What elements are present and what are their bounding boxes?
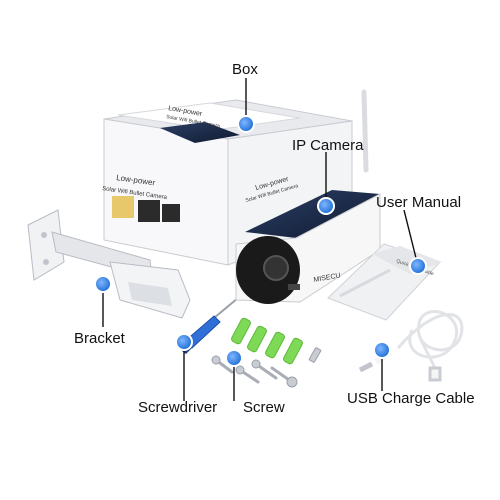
- solar-panel: [245, 190, 380, 238]
- label-bracket: Bracket: [74, 330, 125, 347]
- label-usb-charge-cable: USB Charge Cable: [347, 390, 475, 407]
- box-badge: [112, 196, 134, 218]
- box-printed-panel: [160, 122, 240, 143]
- label-ip-camera: IP Camera: [292, 137, 364, 154]
- marker-camera: [317, 197, 335, 215]
- callout-markers: [94, 115, 427, 367]
- label-screwdriver: Screwdriver: [138, 399, 218, 416]
- bracket: [27, 209, 191, 319]
- camera-lens: [263, 255, 289, 281]
- label-screw: Screw: [243, 399, 285, 416]
- marker-box: [237, 115, 255, 133]
- label-user-manual: User Manual: [376, 194, 462, 211]
- screw-set: [211, 317, 322, 388]
- box-qr-code-1: [138, 200, 160, 222]
- label-box: Box: [232, 61, 258, 78]
- marker-usb: [373, 341, 391, 359]
- marker-screwdriver: [175, 333, 193, 351]
- marker-manual: [409, 257, 427, 275]
- callout-line-manual: [403, 209, 419, 267]
- marker-screw: [225, 349, 243, 367]
- ip-camera: MISECU: [235, 89, 381, 304]
- camera-brand: MISECU: [313, 272, 341, 284]
- marker-bracket: [94, 275, 112, 293]
- box-qr-code-2: [162, 204, 180, 222]
